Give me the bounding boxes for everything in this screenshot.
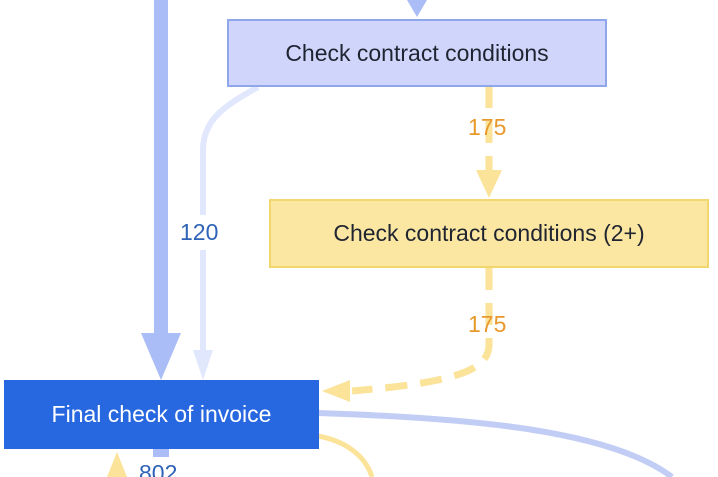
edge-count-label: 175: [468, 114, 507, 140]
edge-incoming-to-check-contract-arrowhead: [407, 0, 427, 17]
edge-count-label: 802: [135, 457, 182, 477]
edge-incoming-to-final-check-arrowhead: [141, 333, 181, 380]
edge-count-label: 175: [468, 311, 507, 337]
edge-check-contract-to-final-check[interactable]: [200, 84, 260, 355]
activity-check-contract-conditions-2plus[interactable]: Check contract conditions (2+): [269, 199, 709, 268]
edge-check-contract-to-check-contract-2-arrowhead: [476, 170, 502, 198]
activity-label: Check contract conditions (2+): [333, 220, 645, 246]
activity-check-contract-conditions[interactable]: Check contract conditions: [227, 19, 607, 87]
edge-check-contract-2-to-final-check[interactable]: [351, 268, 493, 395]
edge-incoming-yellow-arrowhead: [107, 452, 127, 477]
edge-check-contract-2-to-final-check-arrowhead: [322, 380, 350, 402]
activity-label: Check contract conditions: [285, 39, 549, 66]
activity-final-check-of-invoice[interactable]: Final check of invoice: [4, 380, 319, 449]
edge-final-check-outgoing-yellow[interactable]: [317, 433, 375, 477]
edge-final-check-outgoing-right[interactable]: [317, 410, 674, 477]
activity-label: Final check of invoice: [51, 401, 272, 427]
edge-check-contract-to-final-check-arrowhead: [193, 350, 213, 380]
edge-count-label: 120: [176, 215, 223, 250]
